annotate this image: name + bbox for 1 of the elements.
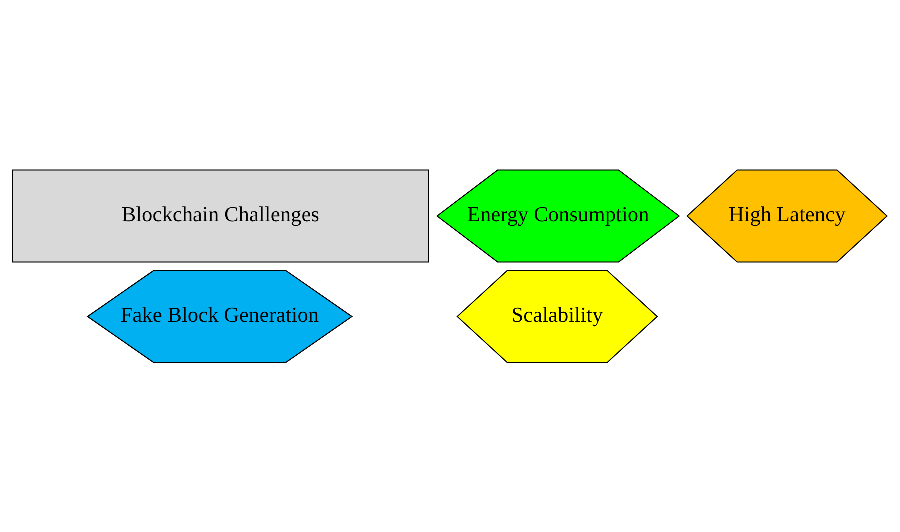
node-box: Blockchain Challenges bbox=[12, 169, 430, 262]
